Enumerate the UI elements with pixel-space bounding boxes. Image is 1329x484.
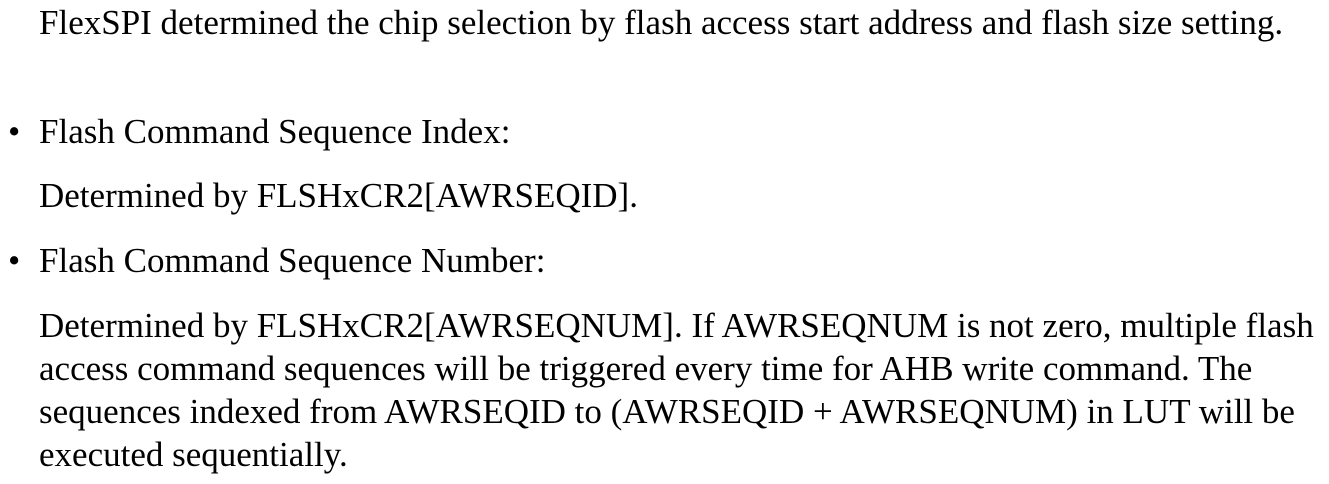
bullet-marker: • [8,241,21,280]
bullet-description: Determined by FLSHxCR2[AWRSEQID]. [39,176,638,215]
intro-paragraph: FlexSPI determined the chip selection by… [39,3,1284,42]
bullet-label: Flash Command Sequence Number: [39,241,546,280]
bullet-label: Flash Command Sequence Index: [39,112,511,151]
bullet-marker: • [8,112,21,151]
bullet-description: Determined by FLSHxCR2[AWRSEQNUM]. If AW… [39,306,1314,474]
